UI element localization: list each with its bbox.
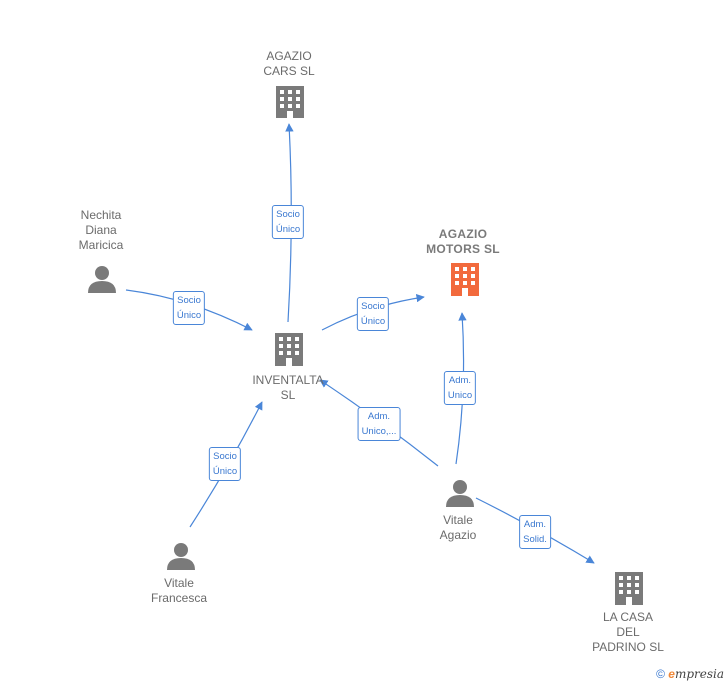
node-label-agazio-motors[interactable]: AGAZIO MOTORS SL — [426, 227, 500, 256]
node-label-inventalta[interactable]: INVENTALTA SL — [252, 373, 324, 402]
node-label-vitale-francesca[interactable]: Vitale Francesca — [150, 576, 208, 605]
building-icon — [275, 333, 303, 366]
edge-label-adm-solid[interactable]: Adm. Solid. — [519, 515, 551, 549]
copyright-icon: © — [656, 667, 665, 681]
node-label-nechita-diana-maricica[interactable]: Nechita Diana Maricica — [78, 208, 124, 252]
person-icon — [88, 266, 116, 293]
edge-label-socio-unico[interactable]: Socio Único — [271, 205, 305, 239]
edge-label-socio-unico[interactable]: Socio Único — [172, 291, 206, 325]
edge-label-adm-unico[interactable]: Adm. Unico — [443, 371, 477, 405]
edge-label-socio-unico[interactable]: Socio Único — [356, 297, 390, 331]
person-icon — [446, 480, 474, 507]
building-icon — [276, 86, 304, 118]
node-label-la-casa-del-padrino[interactable]: LA CASA DEL PADRINO SL — [592, 610, 664, 654]
footer-brand: © empresia — [656, 667, 724, 681]
brand-logo-initial: e — [668, 667, 675, 681]
node-label-agazio-cars[interactable]: AGAZIO CARS SL — [263, 49, 315, 78]
person-icon — [167, 543, 195, 570]
edge-label-adm-unico-etc[interactable]: Adm. Unico,... — [357, 407, 401, 441]
building-icon — [615, 572, 643, 605]
edge-label-socio-unico[interactable]: Socio Único — [208, 447, 242, 481]
node-label-vitale-agazio[interactable]: Vitale Agazio — [439, 513, 477, 542]
brand-logo-text: mpresia — [674, 667, 724, 681]
building-icon-focus — [451, 263, 479, 296]
